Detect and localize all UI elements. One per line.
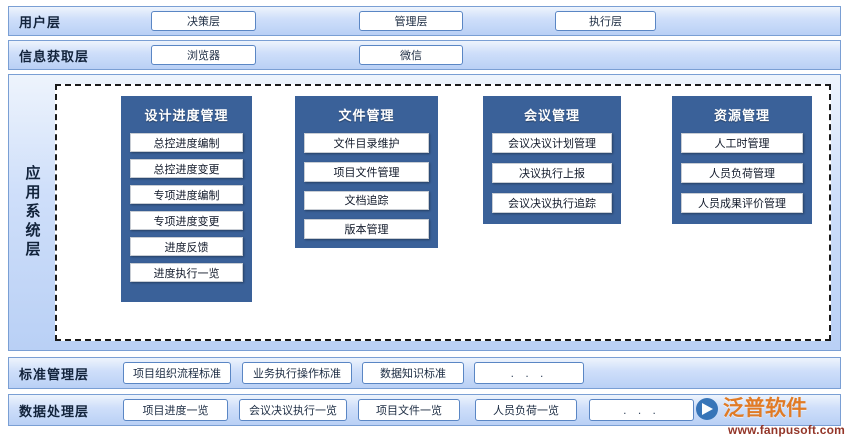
layer-row-data-processing: 数据处理层 项目进度一览 会议决议执行一览 项目文件一览 人员负荷一览 . . … <box>8 394 841 426</box>
module-item-meeting-0[interactable]: 会议决议计划管理 <box>492 133 612 153</box>
module-item-resource-0[interactable]: 人工时管理 <box>681 133 803 153</box>
module-item-design-4[interactable]: 进度反馈 <box>130 237 243 256</box>
module-title-file-management: 文件管理 <box>338 108 395 123</box>
chip-standard-2[interactable]: 数据知识标准 <box>362 362 464 384</box>
module-item-resource-2[interactable]: 人员成果评价管理 <box>681 193 803 213</box>
chip-data-more[interactable]: . . . <box>589 399 694 421</box>
module-file-management: 文件管理 文件目录维护 项目文件管理 文档追踪 版本管理 <box>295 96 438 248</box>
layer-label-data-processing: 数据处理层 <box>19 403 90 419</box>
layer-label-application-system: 应用系统层 <box>23 165 41 260</box>
layer-label-user: 用户层 <box>19 14 62 30</box>
module-design-progress: 设计进度管理 总控进度编制 总控进度变更 专项进度编制 专项进度变更 进度反馈 … <box>121 96 252 302</box>
module-item-design-0[interactable]: 总控进度编制 <box>130 133 243 152</box>
chip-standard-0[interactable]: 项目组织流程标准 <box>123 362 231 384</box>
module-title-meeting-management: 会议管理 <box>523 108 580 123</box>
layer-label-standard-management: 标准管理层 <box>19 366 90 382</box>
module-item-file-2[interactable]: 文档追踪 <box>304 190 429 211</box>
module-item-file-1[interactable]: 项目文件管理 <box>304 161 429 182</box>
module-item-resource-1[interactable]: 人员负荷管理 <box>681 163 803 183</box>
chip-info-1[interactable]: 微信 <box>359 45 463 65</box>
module-item-design-5[interactable]: 进度执行一览 <box>130 263 243 282</box>
layer-label-info-acquisition: 信息获取层 <box>19 48 90 64</box>
chip-data-2[interactable]: 项目文件一览 <box>358 399 460 421</box>
module-item-design-1[interactable]: 总控进度变更 <box>130 159 243 178</box>
module-item-file-0[interactable]: 文件目录维护 <box>304 133 429 153</box>
module-item-file-3[interactable]: 版本管理 <box>304 219 429 239</box>
module-item-meeting-1[interactable]: 决议执行上报 <box>492 163 612 183</box>
layer-row-user: 用户层 决策层 管理层 执行层 <box>8 6 841 36</box>
module-item-meeting-2[interactable]: 会议决议执行追踪 <box>492 193 612 213</box>
application-modules-container: 设计进度管理 总控进度编制 总控进度变更 专项进度编制 专项进度变更 进度反馈 … <box>55 84 831 341</box>
chip-data-1[interactable]: 会议决议执行一览 <box>239 399 347 421</box>
layer-row-standard-management: 标准管理层 项目组织流程标准 业务执行操作标准 数据知识标准 . . . <box>8 357 841 389</box>
module-item-design-2[interactable]: 专项进度编制 <box>130 185 243 204</box>
module-title-resource-management: 资源管理 <box>713 108 770 123</box>
chip-user-2[interactable]: 执行层 <box>555 11 656 31</box>
module-item-design-3[interactable]: 专项进度变更 <box>130 211 243 230</box>
module-resource-management: 资源管理 人工时管理 人员负荷管理 人员成果评价管理 <box>672 96 812 224</box>
chip-standard-1[interactable]: 业务执行操作标准 <box>242 362 352 384</box>
chip-data-3[interactable]: 人员负荷一览 <box>475 399 577 421</box>
layer-row-application-system: 应用系统层 设计进度管理 总控进度编制 总控进度变更 专项进度编制 专项进度变更… <box>8 74 841 351</box>
layer-label-application-system-wrap: 应用系统层 <box>9 75 55 350</box>
chip-standard-more[interactable]: . . . <box>474 362 584 384</box>
module-meeting-management: 会议管理 会议决议计划管理 决议执行上报 会议决议执行追踪 <box>483 96 621 224</box>
chip-user-1[interactable]: 管理层 <box>359 11 463 31</box>
chip-user-0[interactable]: 决策层 <box>151 11 256 31</box>
module-title-design-progress: 设计进度管理 <box>144 108 229 123</box>
chip-data-0[interactable]: 项目进度一览 <box>123 399 228 421</box>
layer-row-info-acquisition: 信息获取层 浏览器 微信 <box>8 40 841 70</box>
chip-info-0[interactable]: 浏览器 <box>151 45 256 65</box>
